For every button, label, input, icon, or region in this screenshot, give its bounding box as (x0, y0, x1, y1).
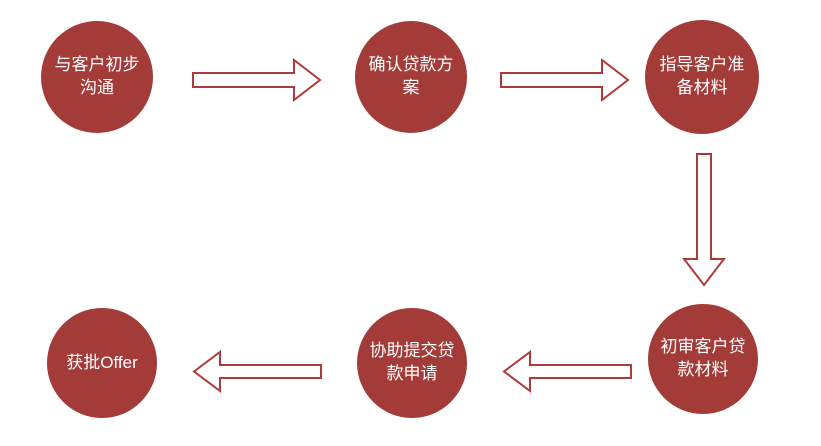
step-5-assist-submit-application: 协助提交贷 款申请 (357, 308, 467, 418)
step-1-initial-communication: 与客户初步 沟通 (41, 21, 153, 133)
step-4-initial-review-materials: 初审客户贷 款材料 (648, 304, 758, 414)
step-4-label: 初审客户贷 款材料 (660, 337, 746, 379)
arrow-right-icon (192, 58, 322, 102)
step-3-guide-material-preparation: 指导客户准 备材料 (645, 20, 759, 134)
step-1-label: 与客户初步 沟通 (54, 55, 140, 97)
step-3-label: 指导客户准 备材料 (659, 55, 745, 97)
step-2-confirm-loan-plan: 确认贷款方 案 (355, 21, 467, 133)
arrow-right-icon (500, 58, 630, 102)
step-5-label: 协助提交贷 款申请 (369, 341, 455, 383)
step-2-label: 确认贷款方 案 (368, 55, 454, 97)
step-6-label: 获批Offer (66, 352, 138, 372)
arrow-down-icon (682, 153, 726, 287)
step-6-approved-offer: 获批Offer (47, 308, 157, 418)
arrow-left-icon (192, 350, 322, 393)
arrow-left-icon (502, 350, 632, 393)
